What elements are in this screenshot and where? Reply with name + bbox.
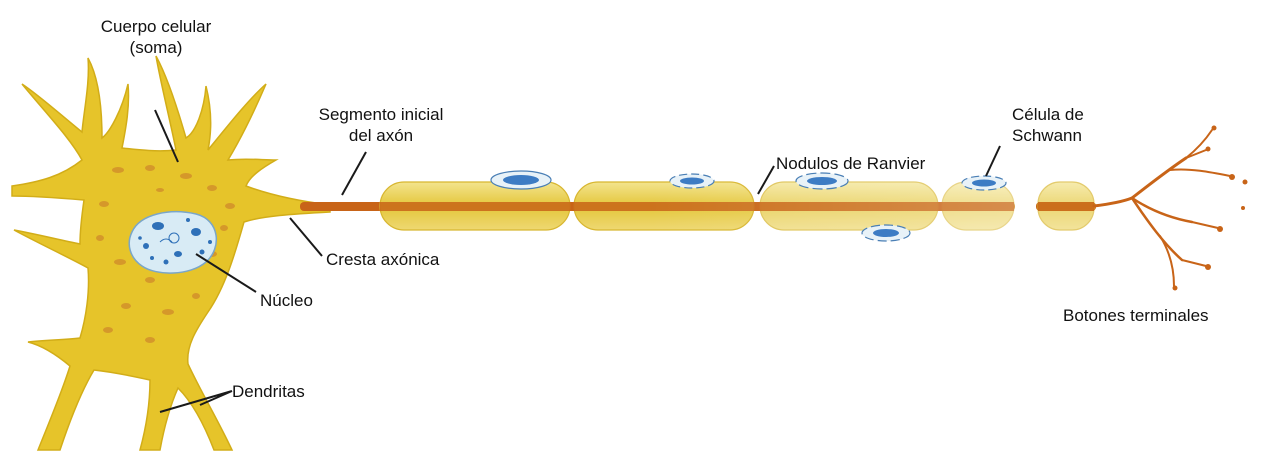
label-cell-body: Cuerpo celular (soma) [66, 16, 246, 58]
label-terminal-buttons: Botones terminales [1063, 305, 1209, 326]
terminal-buttons [1173, 126, 1248, 291]
label-cell-body-line1: Cuerpo celular [66, 16, 246, 37]
label-schwann-line2: Schwann [1012, 125, 1084, 146]
axon-terminals [1094, 130, 1230, 286]
label-initial-segment: Segmento inicial del axón [296, 104, 466, 146]
label-nodes-of-ranvier: Nodulos de Ranvier [776, 153, 925, 174]
label-schwann-cell: Célula de Schwann [1012, 104, 1084, 146]
schwann-nucleus [670, 174, 714, 188]
schwann-nucleus [491, 171, 551, 189]
label-axon-hillock: Cresta axónica [326, 249, 439, 270]
label-dendrites: Dendritas [232, 381, 305, 402]
label-schwann-line1: Célula de [1012, 104, 1084, 125]
label-initial-segment-line2: del axón [296, 125, 466, 146]
schwann-nucleus [796, 173, 848, 189]
label-nucleus: Núcleo [260, 290, 313, 311]
label-initial-segment-line1: Segmento inicial [296, 104, 466, 125]
nucleus [129, 212, 216, 273]
schwann-nucleus [962, 176, 1006, 190]
label-cell-body-line2: (soma) [66, 37, 246, 58]
leader-line-axon-hillock [290, 218, 322, 256]
leader-line-schwann [986, 146, 1000, 176]
leader-line-initial-segment [342, 152, 366, 195]
schwann-nucleus [862, 225, 910, 241]
